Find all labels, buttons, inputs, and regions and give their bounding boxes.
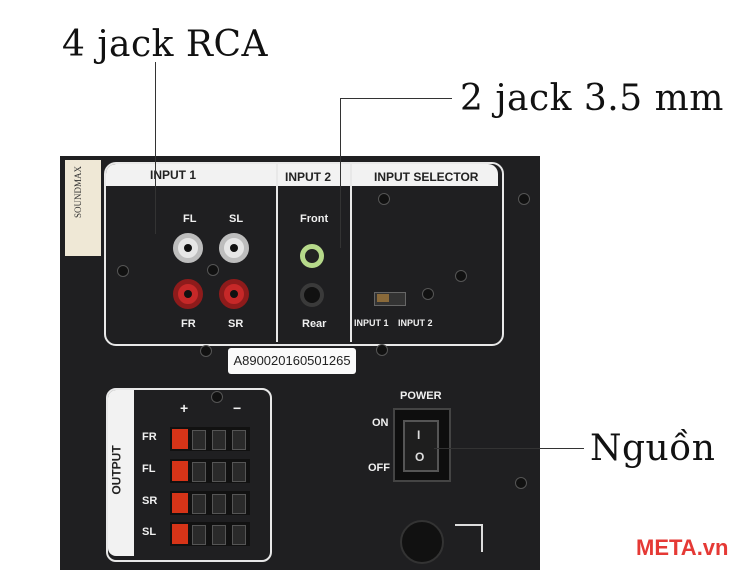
input-selector-switch[interactable] xyxy=(374,292,406,306)
output-panel-header xyxy=(108,390,134,556)
power-on-label: ON xyxy=(372,417,389,429)
screw xyxy=(518,193,530,205)
watermark-logo: META.vn xyxy=(636,535,729,560)
sticker-text: SOUNDMAX xyxy=(73,166,83,219)
screw xyxy=(376,344,388,356)
leader-line-power xyxy=(434,448,584,449)
label-sr: SR xyxy=(228,318,244,330)
screw xyxy=(211,391,223,403)
input1-title: INPUT 1 xyxy=(150,168,197,182)
input-selector-title: INPUT SELECTOR xyxy=(374,170,479,184)
input-panel-header xyxy=(106,164,498,186)
input-divider-1 xyxy=(276,164,278,342)
screw xyxy=(422,288,434,300)
label-minus: − xyxy=(233,400,242,416)
out-label-fl: FL xyxy=(142,463,156,475)
power-title: POWER xyxy=(400,390,442,402)
rca-jack-sr[interactable] xyxy=(219,279,249,309)
screw xyxy=(200,345,212,357)
power-off-label: OFF xyxy=(368,462,390,474)
out-label-sr: SR xyxy=(142,495,158,507)
output-title: OUTPUT xyxy=(109,445,124,495)
screw xyxy=(207,264,219,276)
label-fl: FL xyxy=(183,213,197,225)
speaker-terminal-fr[interactable] xyxy=(170,427,250,451)
leader-line-35-h xyxy=(340,98,452,99)
screw xyxy=(455,270,467,282)
leader-line-35-v xyxy=(340,98,341,248)
screw xyxy=(378,193,390,205)
selector-label-input2: INPUT 2 xyxy=(398,318,433,328)
power-rocker-switch[interactable]: I O xyxy=(403,420,439,472)
label-front: Front xyxy=(300,213,329,225)
rocker-off-mark: O xyxy=(415,450,425,464)
label-rear: Rear xyxy=(302,318,327,330)
rca-jack-fl[interactable] xyxy=(173,233,203,263)
power-cord-port xyxy=(400,520,444,564)
aux-jack-rear[interactable] xyxy=(300,283,324,307)
aux-jack-front[interactable] xyxy=(300,244,324,268)
screw xyxy=(515,477,527,489)
screw xyxy=(117,265,129,277)
cord-hook xyxy=(455,524,483,552)
rocker-on-mark: I xyxy=(417,428,421,442)
out-label-sl: SL xyxy=(142,526,157,538)
speaker-terminal-fl[interactable] xyxy=(170,459,250,483)
callout-4-jack-rca: 4 jack RCA xyxy=(62,24,269,65)
selector-label-input1: INPUT 1 xyxy=(354,318,389,328)
callout-power: Nguồn xyxy=(590,428,716,469)
rca-jack-fr[interactable] xyxy=(173,279,203,309)
rca-jack-sl[interactable] xyxy=(219,233,249,263)
input-panel-frame xyxy=(104,162,504,346)
label-sl: SL xyxy=(229,213,244,225)
out-label-fr: FR xyxy=(142,431,157,443)
speaker-terminal-sl[interactable] xyxy=(170,522,250,546)
label-plus: + xyxy=(180,400,189,416)
leader-line-rca xyxy=(155,62,156,234)
input-divider-2 xyxy=(350,164,352,342)
input2-title: INPUT 2 xyxy=(285,170,332,184)
speaker-terminal-sr[interactable] xyxy=(170,491,250,515)
brand-sticker: SOUNDMAX xyxy=(65,160,101,256)
callout-2-jack-35mm: 2 jack 3.5 mm xyxy=(460,78,724,119)
label-fr: FR xyxy=(181,318,196,330)
output-panel-frame xyxy=(106,388,272,562)
serial-number-label: A890020160501265 xyxy=(228,348,356,374)
